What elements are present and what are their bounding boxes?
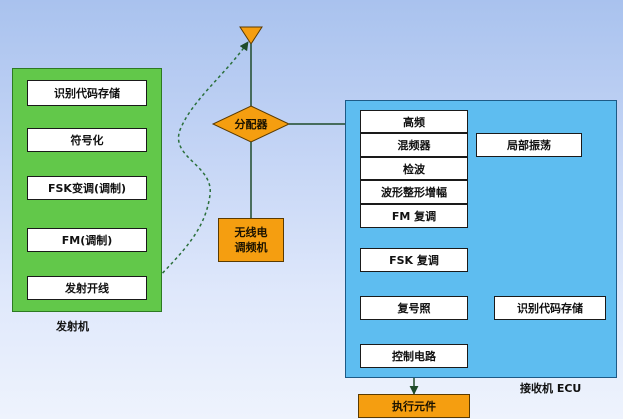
rx-high-freq: 高频 <box>360 110 468 133</box>
rx-detect: 检波 <box>360 157 468 180</box>
tx-step-symbolize: 符号化 <box>27 128 147 152</box>
antenna-icon <box>239 26 263 45</box>
wireless-signal <box>149 41 249 287</box>
rx-control-circuit: 控制电路 <box>360 344 468 368</box>
tx-step-id-store: 识别代码存储 <box>27 80 147 106</box>
actuator-box: 执行元件 <box>358 394 470 418</box>
distributor-label: 分配器 <box>234 118 268 131</box>
radio-tuner-line1: 无线电 <box>234 226 268 239</box>
transmitter-caption: 发射机 <box>56 320 89 333</box>
tx-step-fsk: FSK变调(调制) <box>27 176 147 200</box>
rx-fsk-demod: FSK 复调 <box>360 248 468 272</box>
rx-compare: 复号照 <box>360 296 468 320</box>
rx-mixer: 混频器 <box>360 133 468 157</box>
radio-tuner-box: 无线电 调频机 <box>218 218 284 262</box>
rx-fm-demod: FM 复调 <box>360 204 468 228</box>
tx-step-fm: FM(调制) <box>27 228 147 252</box>
receiver-caption: 接收机 ECU <box>520 382 582 395</box>
rx-id-store: 识别代码存储 <box>494 296 606 320</box>
rx-local-oscillator: 局部振荡 <box>476 133 582 157</box>
radio-tuner-line2: 调频机 <box>234 241 268 254</box>
rx-waveshape: 波形整形增幅 <box>360 180 468 204</box>
tx-step-emit: 发射开线 <box>27 276 147 300</box>
